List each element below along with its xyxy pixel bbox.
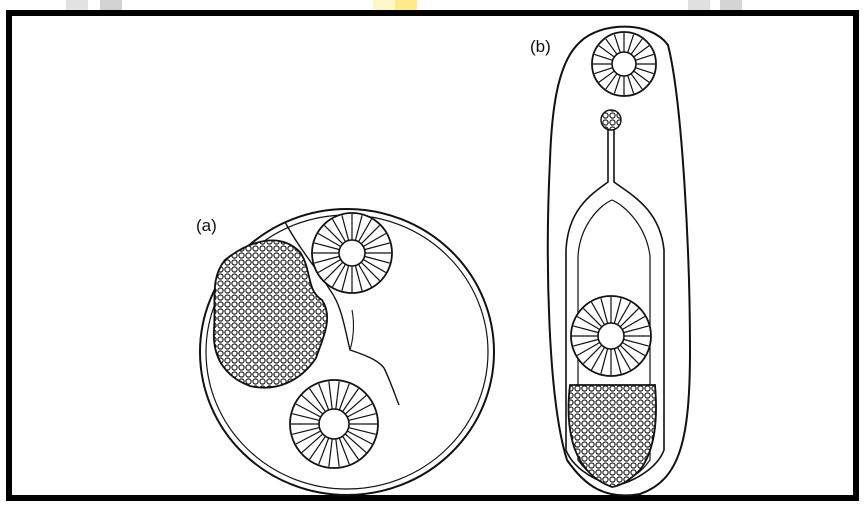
radial-capsule	[312, 213, 392, 293]
radial-capsule	[592, 32, 656, 96]
panel-a-label: (a)	[196, 216, 217, 236]
panel-b-label: (b)	[530, 37, 551, 57]
radial-capsule	[290, 380, 378, 468]
radial-capsule	[571, 296, 651, 376]
egg-b	[548, 27, 690, 496]
knob-b	[601, 110, 621, 130]
